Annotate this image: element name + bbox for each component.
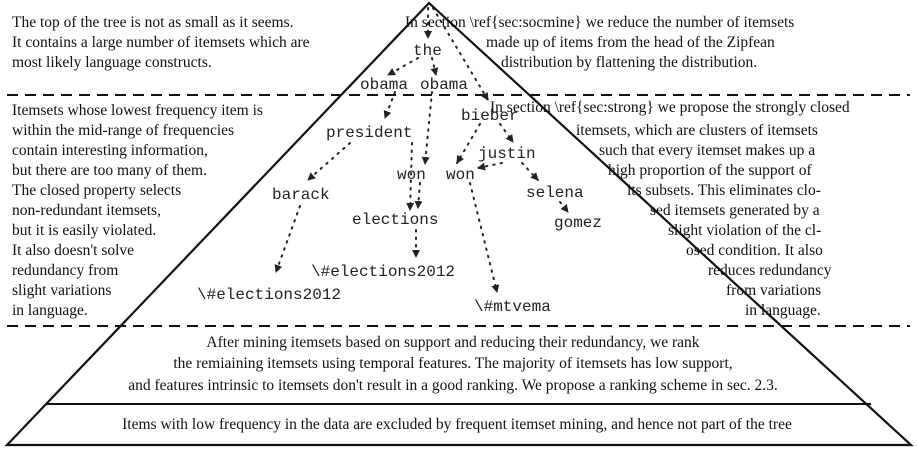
node-gomez: gomez [554,214,602,232]
pyramid-outline [4,1,914,447]
note-line: itemsets, which are clusters of itemsets [576,122,818,139]
note-line: It contains a large number of itemsets w… [12,34,310,51]
node-hashtag-elections-left: \#elections2012 [197,286,341,304]
note-line: in language. [745,302,821,319]
edge-the-obama-right [430,57,439,76]
note-line: The top of the tree is not as small as i… [12,14,294,31]
note-line: made up of items from the head of the Zi… [486,34,775,51]
note-line: It also doesn't solve [12,242,134,259]
edge-justin-won [477,162,503,171]
note-top-left: The top of the tree is not as small as i… [12,14,310,71]
note-ranking: After mining itemsets based on support a… [128,334,778,394]
node-hashtag-mtvema: \#mtvema [474,298,551,316]
node-elections: elections [352,211,438,229]
node-president: president [326,124,412,142]
node-won-left: won [397,166,426,184]
node-selena: selena [526,184,584,202]
node-hashtag-elections-right: \#elections2012 [311,263,455,281]
node-won-right: won [446,166,475,184]
note-line: but there are too many of them. [12,162,207,179]
tree-nodes: the obama obama president bieber justin … [197,42,602,316]
note-line: but it is easily violated. [12,222,156,239]
note-line: In section \ref{sec:socmine} we reduce t… [405,14,794,31]
edge-president-barack [307,142,351,181]
note-line: from variations [726,282,821,299]
note-line: distribution by flattening the distribut… [501,54,757,71]
edge-won-elections [414,182,423,209]
note-line: Itemsets whose lowest frequency item is [12,102,263,119]
edge-root-bieber [432,7,489,101]
note-line: After mining itemsets based on support a… [206,334,699,351]
edge-bieber-justin [499,123,514,143]
edge-justin-selena [521,162,539,181]
note-line: in language. [12,302,88,319]
note-line: sed itemsets generated by a [650,202,820,219]
note-line: the remiaining itemsets using temporal f… [173,355,732,372]
node-obama-left: obama [360,76,408,94]
node-barack: barack [272,186,330,204]
note-line: such that every itemset makes up a [599,142,815,159]
note-line: within the mid-range of frequencies [12,122,234,139]
edge-the-obama-left [387,57,419,76]
note-low-frequency: Items with low frequency in the data are… [122,416,792,433]
note-line: reduces redundancy [708,262,832,279]
note-line: In section \ref{sec:strong} we propose t… [490,99,850,116]
node-justin: justin [478,145,536,163]
node-the: the [413,42,442,60]
node-obama-right: obama [420,76,468,94]
note-line: slight violation of the cl- [668,222,821,239]
note-line: most likely language constructs. [12,54,212,71]
edge-barack-hashtag [274,205,301,273]
edge-selena-gomez [559,201,569,213]
edge-obama-president [383,91,396,119]
note-line: its subsets. This eliminates clo- [627,182,821,199]
tree-edges [274,7,569,293]
note-line: contain interesting information, [12,142,208,159]
edge-bieber-won [456,123,481,164]
note-line: and features intrinsic to itemsets don't… [128,377,778,394]
note-line: redundancy from [12,262,118,279]
note-top-right: In section \ref{sec:socmine} we reduce t… [405,14,794,71]
edge-won-mtvema [469,182,500,293]
note-line: slight variations [12,282,111,299]
note-middle-left: Itemsets whose lowest frequency item is … [12,102,263,319]
note-line: high proportion of the support of [608,162,812,179]
edge-obama-won [421,91,433,165]
note-middle-right: In section \ref{sec:strong} we propose t… [490,99,850,319]
note-line: The closed property selects [12,182,181,199]
note-line: osed condition. It also [686,242,823,259]
node-bieber: bieber [461,107,519,125]
note-line: non-redundant itemsets, [12,202,161,219]
